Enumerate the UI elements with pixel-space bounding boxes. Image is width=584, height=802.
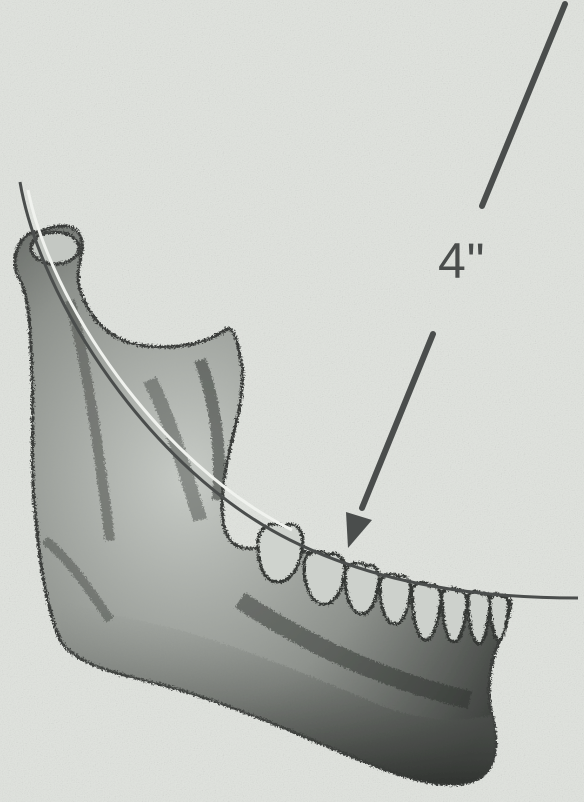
- dimension-label: 4": [438, 236, 486, 286]
